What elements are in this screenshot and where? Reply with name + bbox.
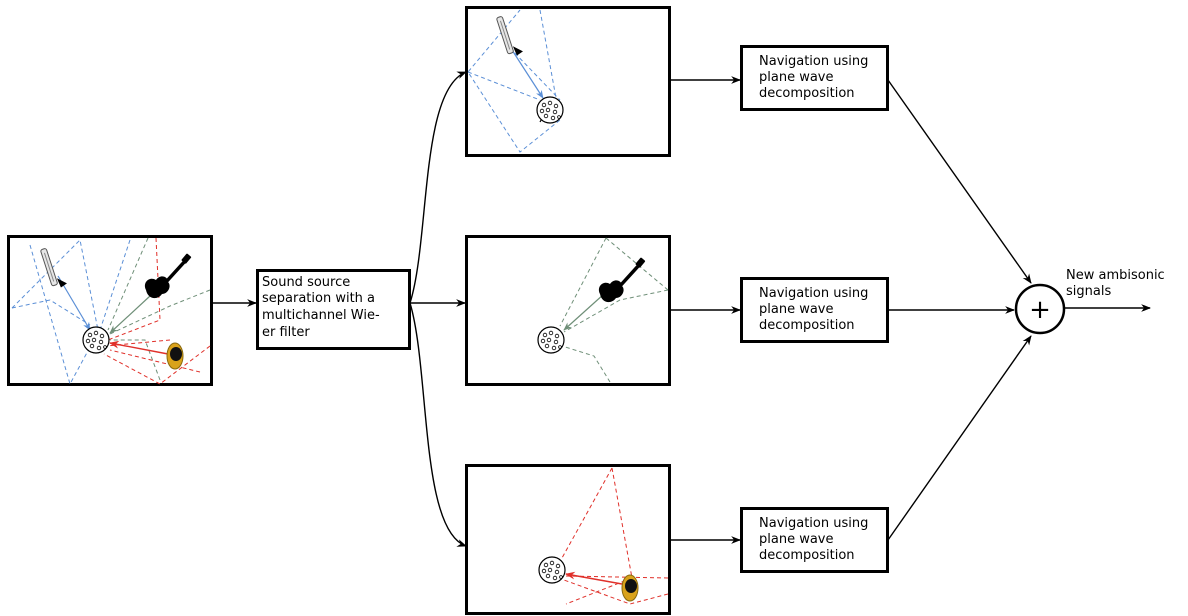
separation-box-line-2: separation with a: [262, 291, 375, 306]
guitar-source-panel: [465, 235, 671, 386]
input-scene-panel: [7, 235, 213, 386]
navigation-box-1-line-2: plane wave: [759, 70, 834, 85]
navigation-box-2: Navigation using plane wave decompositio…: [740, 277, 889, 343]
navigation-box-2-line-2: plane wave: [759, 302, 834, 317]
separation-box-line-1: Sound source: [262, 275, 350, 290]
navigation-box-3-line-3: decomposition: [759, 548, 855, 563]
output-label-line-1: New ambisonic: [1066, 268, 1165, 283]
separation-box-line-3: multichannel Wie-: [262, 308, 380, 323]
trombone-source-panel: [465, 6, 671, 157]
sum-node: +: [1014, 283, 1066, 335]
drum-icon: [166, 342, 184, 370]
navigation-box-1-line-3: decomposition: [759, 86, 855, 101]
navigation-box-3-line-2: plane wave: [759, 532, 834, 547]
separation-box: Sound source separation with a multichan…: [256, 269, 411, 350]
arrow-navigation-3-to-sum: [887, 335, 1032, 541]
sum-node-symbol: +: [1029, 295, 1051, 325]
spherical-mic-array-icon: [537, 326, 565, 354]
navigation-box-3: Navigation using plane wave decompositio…: [740, 507, 889, 573]
navigation-box-3-line-1: Navigation using: [759, 516, 868, 531]
arrow-navigation-1-to-sum: [887, 79, 1032, 284]
drum-icon: [621, 574, 639, 602]
navigation-box-1-line-1: Navigation using: [759, 54, 868, 69]
spherical-mic-array-icon: [536, 96, 564, 124]
spherical-mic-array-icon: [538, 556, 566, 584]
output-label-line-2: signals: [1066, 284, 1111, 299]
spherical-mic-array-icon: [82, 326, 110, 354]
arrow-separation-to-drum: [409, 302, 467, 547]
navigation-box-1: Navigation using plane wave decompositio…: [740, 45, 889, 111]
navigation-box-2-line-1: Navigation using: [759, 286, 868, 301]
navigation-box-2-line-3: decomposition: [759, 318, 855, 333]
drum-source-panel: [465, 464, 671, 615]
arrow-separation-to-trombone: [409, 71, 467, 304]
separation-box-line-4: er filter: [262, 325, 310, 340]
